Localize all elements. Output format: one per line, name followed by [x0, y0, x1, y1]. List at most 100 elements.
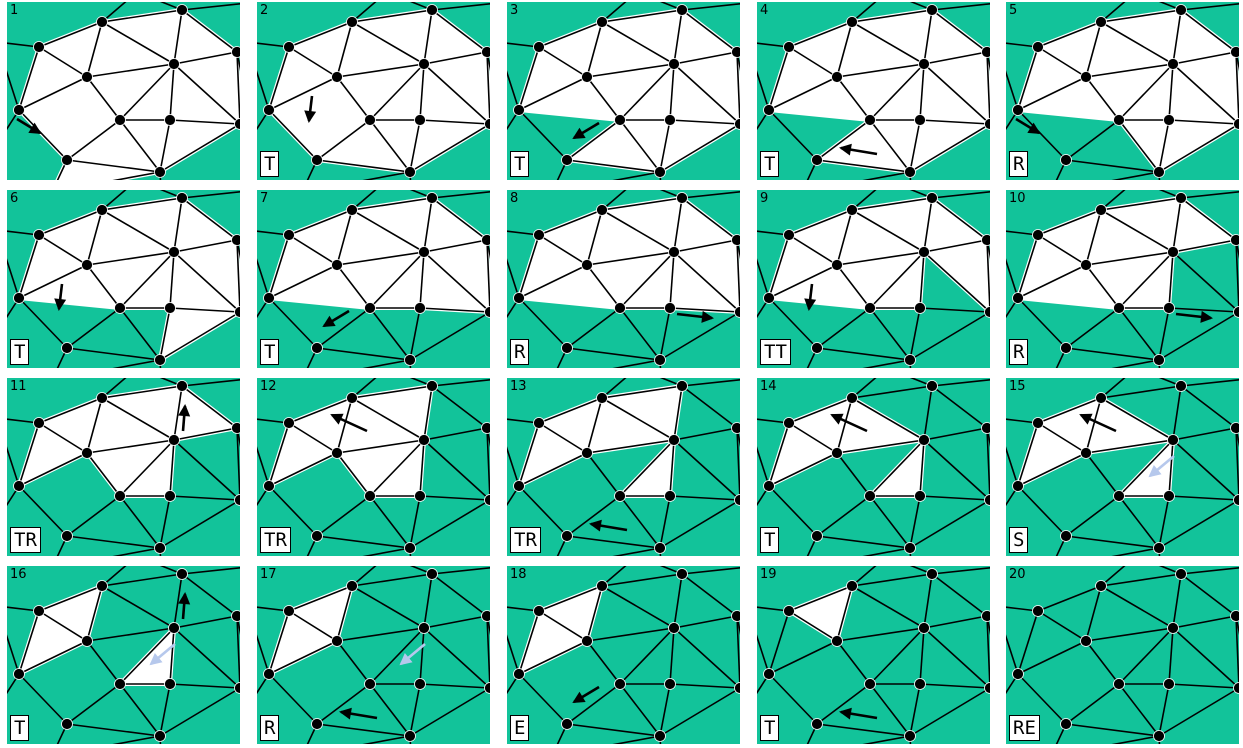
mesh-edge: [1158, 683, 1170, 737]
mesh-edge: [1158, 687, 1239, 737]
mesh-edge: [768, 640, 838, 675]
mesh-vertex: [561, 718, 573, 730]
mesh-vertex: [864, 114, 876, 126]
mesh-edge: [931, 385, 988, 429]
mesh-edge: [923, 197, 933, 253]
mesh-edge: [431, 191, 490, 199]
panel-number: 17: [260, 567, 277, 582]
mesh-edge: [423, 385, 433, 441]
mesh-edge: [18, 234, 40, 299]
mesh-edge: [236, 427, 240, 501]
mesh-vertex: [164, 490, 176, 502]
mesh-edge: [119, 683, 161, 737]
mesh-edge: [1168, 307, 1239, 313]
operation-label: R: [1009, 339, 1029, 365]
mesh-edge: [923, 9, 933, 65]
mesh-edge: [601, 197, 683, 211]
mesh-edge: [1172, 51, 1237, 65]
hole-region: [517, 196, 740, 314]
mesh-edge: [173, 239, 238, 253]
mesh-edge: [869, 307, 911, 361]
mesh-vertex: [481, 46, 490, 58]
mesh-edge: [669, 495, 740, 501]
mesh-edge: [673, 239, 738, 253]
mesh-diagram: [7, 378, 240, 556]
mesh-edge: [518, 485, 568, 537]
mesh-edge: [836, 21, 853, 78]
operation-label: T: [760, 715, 780, 741]
mesh-edge: [423, 9, 433, 65]
mesh-vertex: [668, 58, 680, 70]
mesh-edge: [336, 439, 425, 454]
mesh-edge: [169, 63, 175, 121]
mesh-edge: [362, 171, 411, 180]
mesh-edge: [768, 452, 838, 487]
mesh-edge: [66, 347, 161, 361]
mesh-edge: [566, 307, 621, 349]
mesh-vertex: [783, 229, 795, 241]
mesh-vertex: [1012, 104, 1024, 116]
mesh-edge: [1065, 159, 1160, 173]
mesh-edge: [909, 190, 933, 199]
mesh-edge: [419, 439, 425, 497]
mesh-vertex: [154, 730, 166, 742]
mesh-vertex: [81, 71, 93, 83]
mesh-edge: [1085, 21, 1102, 78]
mesh-vertex: [1167, 434, 1179, 446]
mesh-vertex: [654, 542, 666, 554]
mesh-edge: [538, 46, 588, 78]
mesh-edge: [236, 239, 240, 313]
mesh-vertex: [926, 4, 938, 16]
mesh-edge: [659, 378, 683, 387]
mesh-edge: [86, 209, 103, 266]
mesh-vertex: [904, 166, 916, 178]
mesh-edge: [909, 307, 921, 361]
mesh-edge: [1158, 123, 1239, 173]
mesh-edge: [851, 585, 925, 629]
mesh-edge: [169, 495, 240, 501]
mesh-edge: [788, 610, 838, 642]
direction-arrow-icon: [339, 707, 378, 720]
mesh-vertex: [1230, 234, 1239, 246]
mesh-vertex: [513, 480, 525, 492]
mesh-edge: [1118, 683, 1160, 737]
mesh-vertex: [404, 542, 416, 554]
mesh-edge: [1168, 683, 1239, 689]
direction-arrow-icon: [178, 404, 191, 432]
mesh-edge: [1172, 427, 1237, 441]
mesh-vertex: [164, 114, 176, 126]
mesh-edge: [423, 573, 433, 629]
mesh-edge: [1235, 51, 1239, 125]
mesh-vertex: [731, 422, 740, 434]
mesh-edge: [7, 673, 20, 695]
mesh-edge: [38, 585, 103, 612]
mesh-vertex: [984, 118, 990, 130]
panel-number: 3: [510, 3, 519, 18]
mesh-edge: [1006, 485, 1019, 507]
mesh-edge: [659, 687, 740, 737]
mesh-edge: [1118, 307, 1160, 361]
mesh-edge: [486, 615, 490, 689]
mesh-edge: [181, 197, 238, 241]
mesh-vertex: [1095, 16, 1107, 28]
mesh-edge: [836, 585, 853, 642]
mesh-vertex: [1233, 306, 1239, 318]
mesh-edge: [1180, 573, 1237, 617]
mesh-vertex: [346, 16, 358, 28]
mesh-edge: [268, 297, 318, 349]
mesh-edge: [869, 251, 925, 309]
mesh-edge: [538, 422, 588, 454]
mesh-edge: [836, 251, 925, 266]
mesh-vertex: [426, 4, 438, 16]
mesh-vertex: [13, 104, 25, 116]
mesh-vertex: [311, 342, 323, 354]
mesh-edge: [159, 2, 183, 11]
mesh-vertex: [263, 668, 275, 680]
mesh-edge: [419, 627, 425, 685]
mesh-edge: [909, 311, 990, 361]
mesh-edge: [419, 119, 490, 125]
